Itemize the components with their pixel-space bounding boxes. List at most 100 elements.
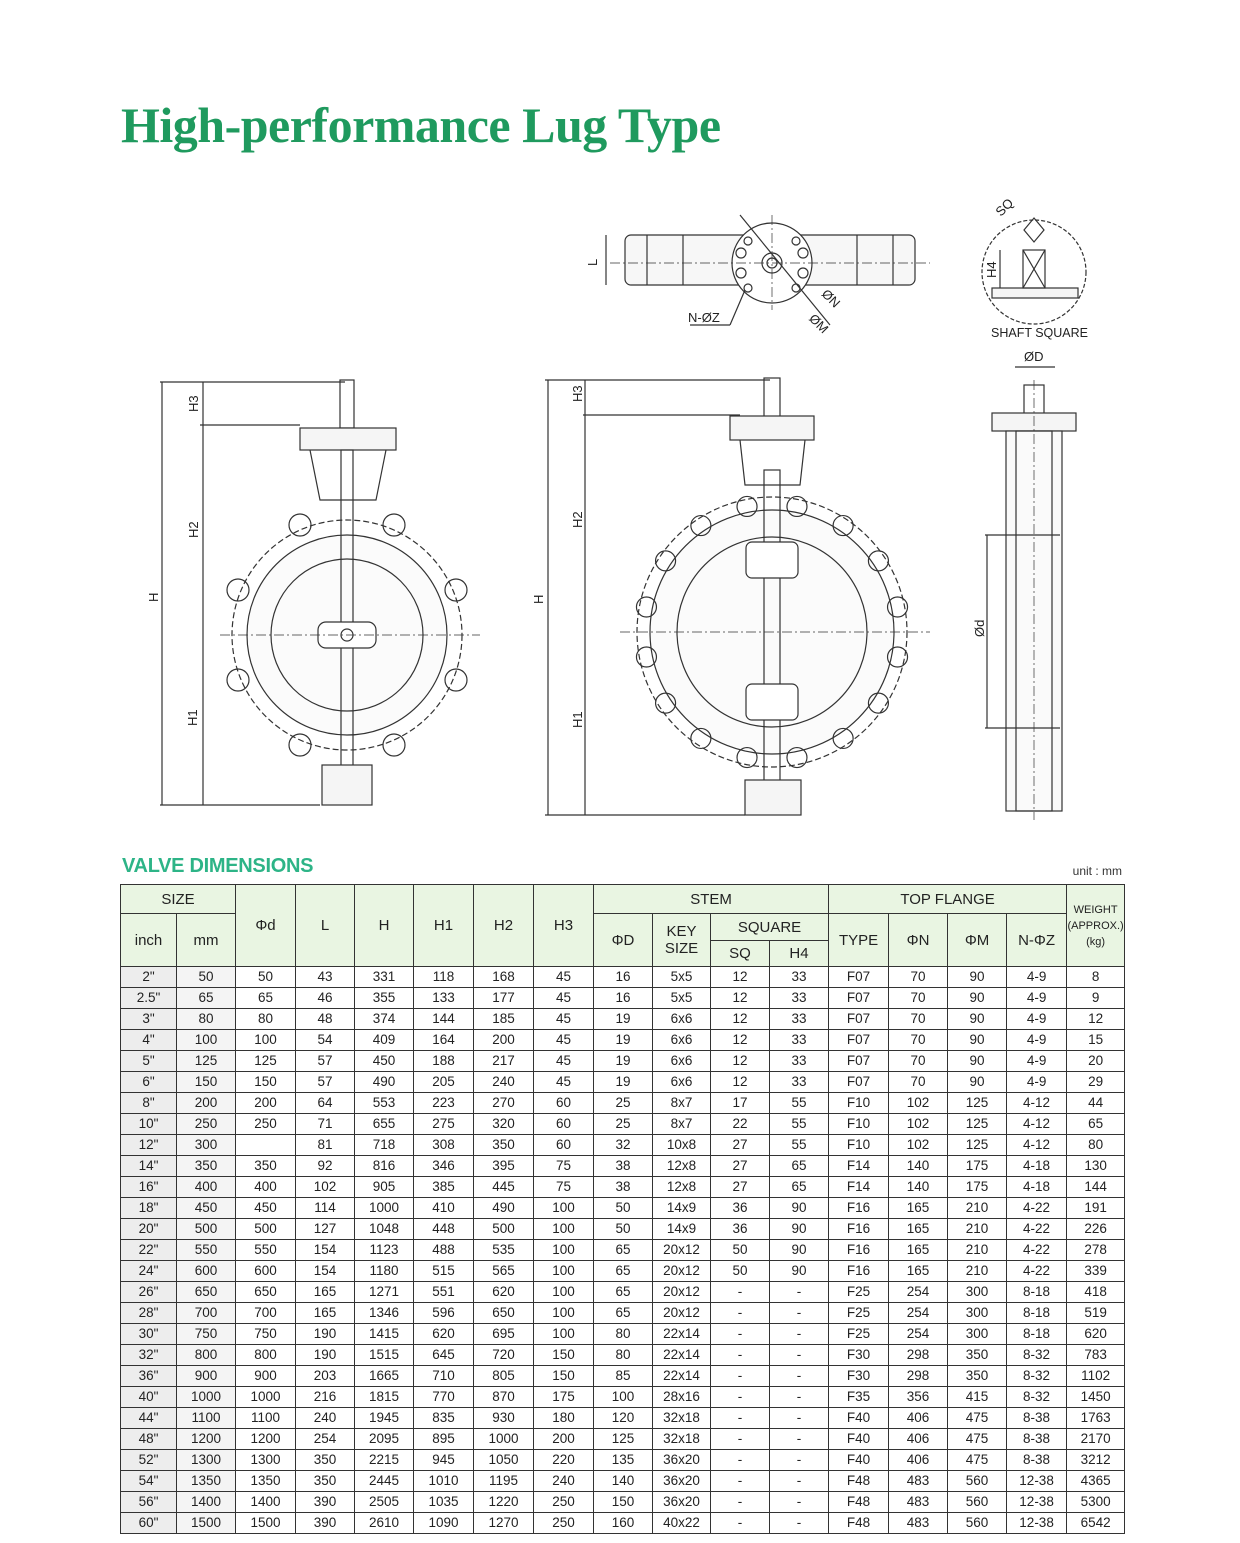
table-cell: 65: [235, 987, 296, 1009]
table-cell: 418: [1066, 1281, 1126, 1303]
dim-nz-label: N-ØZ: [688, 310, 720, 325]
table-cell: 43: [295, 966, 355, 988]
table-cell: 16: [593, 966, 653, 988]
table-cell: 50: [710, 1239, 770, 1261]
table-cell: 125: [593, 1428, 653, 1450]
table-cell: -: [710, 1344, 770, 1366]
table-cell: 12: [710, 966, 770, 988]
table-cell: 22x14: [652, 1344, 711, 1366]
table-cell: 350: [176, 1155, 236, 1177]
front-view-small: H3 H2 H H1: [146, 379, 480, 806]
table-cell: 1000: [354, 1197, 414, 1219]
table-cell: -: [768, 1386, 830, 1408]
table-cell: 645: [413, 1344, 474, 1366]
table-cell: 783: [1066, 1344, 1126, 1366]
header-nz: N-ΦZ: [1006, 913, 1068, 967]
table-cell: 45: [533, 966, 594, 988]
table-cell: 102: [888, 1134, 949, 1156]
table-cell: -: [768, 1449, 830, 1471]
table-cell: 20x12: [652, 1239, 711, 1261]
table-cell: 75: [533, 1176, 594, 1198]
table-cell: 515: [413, 1260, 474, 1282]
table-cell: 355: [354, 987, 414, 1009]
table-cell: 140: [593, 1470, 653, 1492]
table-cell: F40: [828, 1428, 890, 1450]
table-cell: 125: [947, 1113, 1008, 1135]
table-cell: 190: [295, 1344, 355, 1366]
table-cell: 4-22: [1006, 1239, 1068, 1261]
table-cell: 900: [235, 1365, 296, 1387]
table-cell: 38: [593, 1176, 653, 1198]
table-cell: 8-32: [1006, 1386, 1068, 1408]
table-cell: 200: [235, 1092, 296, 1114]
table-cell: 165: [888, 1239, 949, 1261]
table-cell: -: [768, 1365, 830, 1387]
table-cell: F07: [828, 987, 890, 1009]
table-cell: 560: [947, 1491, 1008, 1513]
table-cell: 700: [235, 1302, 296, 1324]
table-cell: 65: [176, 987, 236, 1009]
table-cell: 490: [354, 1071, 414, 1093]
table-cell: 331: [354, 966, 414, 988]
table-cell: 8-38: [1006, 1407, 1068, 1429]
table-cell: 5x5: [652, 966, 711, 988]
table-cell: 22": [120, 1239, 177, 1261]
table-cell: F10: [828, 1113, 890, 1135]
table-cell: 1763: [1066, 1407, 1126, 1429]
table-cell: 175: [947, 1155, 1008, 1177]
table-cell: 483: [888, 1512, 949, 1534]
table-cell: 33: [768, 1008, 830, 1030]
table-cell: 600: [176, 1260, 236, 1282]
table-cell: F48: [828, 1470, 890, 1492]
table-cell: 223: [413, 1092, 474, 1114]
table-cell: 350: [473, 1134, 534, 1156]
bolt-hole: [832, 514, 854, 537]
table-cell: -: [768, 1281, 830, 1303]
table-cell: 1010: [413, 1470, 474, 1492]
table-cell: 168: [473, 966, 534, 988]
table-cell: 100: [533, 1239, 594, 1261]
table-cell: 190: [295, 1323, 355, 1345]
table-cell: 1000: [176, 1386, 236, 1408]
table-cell: 816: [354, 1155, 414, 1177]
table-cell: F07: [828, 1050, 890, 1072]
table-cell: 38: [593, 1155, 653, 1177]
table-cell: 1665: [354, 1365, 414, 1387]
table-cell: 20": [120, 1218, 177, 1240]
table-cell: 90: [947, 966, 1008, 988]
table-cell: 14": [120, 1155, 177, 1177]
table-cell: 165: [888, 1197, 949, 1219]
header-weight: WEIGHT (APPROX.) (kg): [1066, 884, 1126, 967]
table-cell: 17: [710, 1092, 770, 1114]
table-cell: 551: [413, 1281, 474, 1303]
table-cell: 70: [888, 1050, 949, 1072]
table-cell: 409: [354, 1029, 414, 1051]
table-cell: 1300: [176, 1449, 236, 1471]
table-cell: F25: [828, 1302, 890, 1324]
table-cell: 300: [947, 1281, 1008, 1303]
table-cell: 1515: [354, 1344, 414, 1366]
bolt-hole: [654, 550, 677, 572]
table-cell: 1350: [176, 1470, 236, 1492]
bolt-hole: [635, 596, 658, 618]
table-cell: 24": [120, 1260, 177, 1282]
table-cell: 4-9: [1006, 966, 1068, 988]
table-cell: 165: [295, 1302, 355, 1324]
table-cell: 30": [120, 1323, 177, 1345]
dim-l-label: L: [585, 259, 600, 266]
table-cell: -: [768, 1470, 830, 1492]
table-cell: F14: [828, 1155, 890, 1177]
bolt-hole: [867, 692, 890, 714]
table-cell: 240: [473, 1071, 534, 1093]
table-cell: 800: [235, 1344, 296, 1366]
table-cell: 52": [120, 1449, 177, 1471]
table-cell: 550: [235, 1239, 296, 1261]
table-cell: 210: [947, 1218, 1008, 1240]
table-cell: 240: [533, 1470, 594, 1492]
